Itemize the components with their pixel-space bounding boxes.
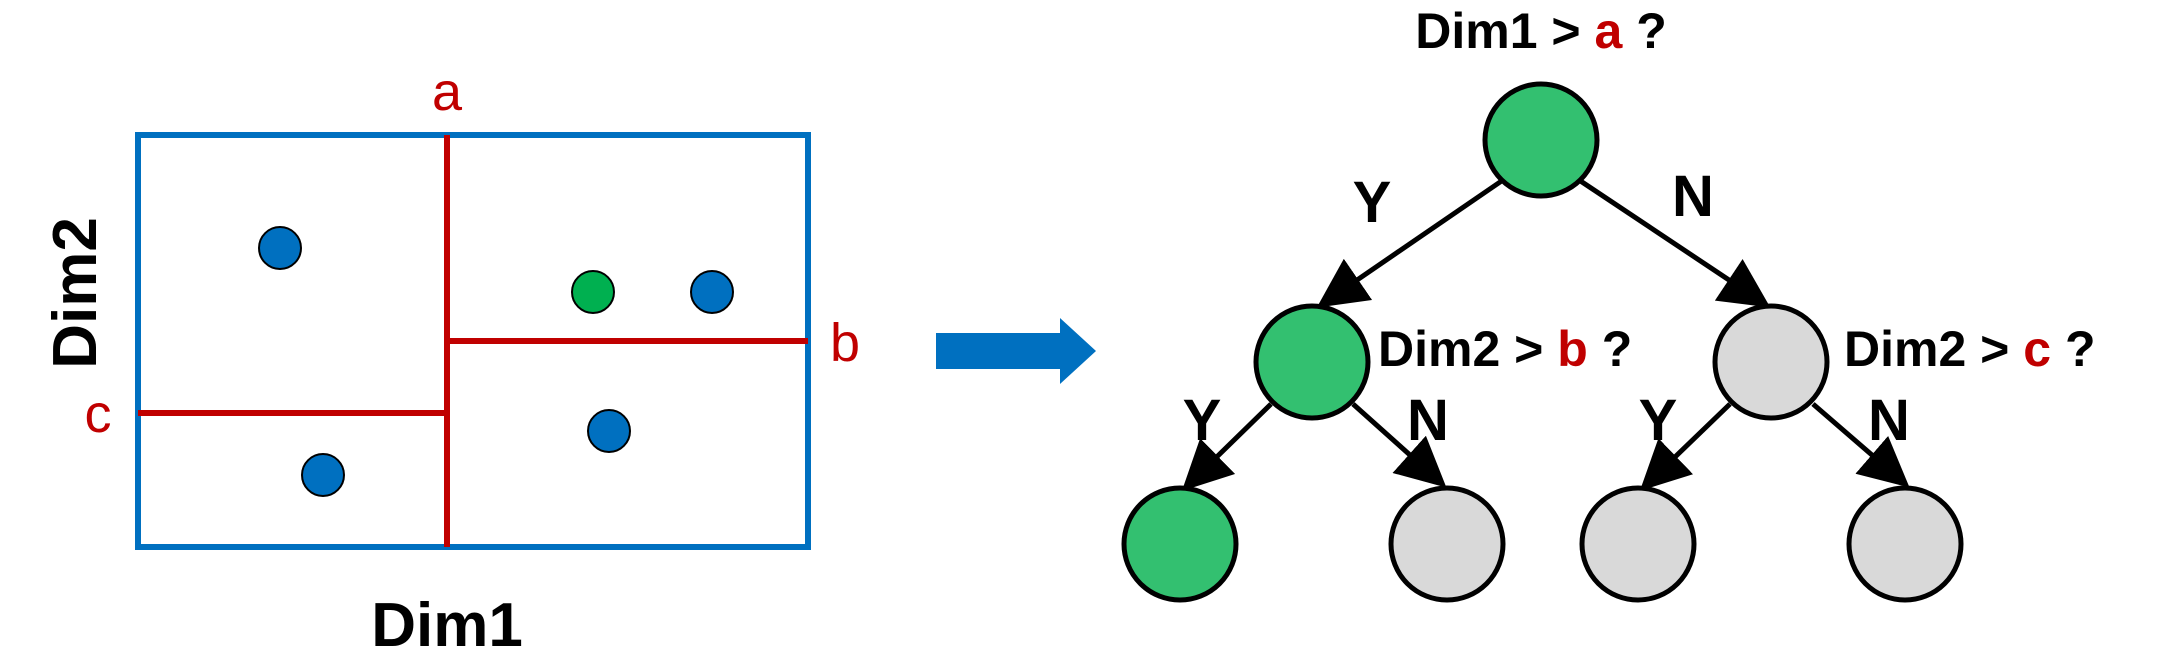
decision-tree: Dim1 > a ? Dim2 > b ? Dim2 > c ? Y N Y N… <box>1121 3 2096 603</box>
left-node-question: Dim2 > b ? <box>1378 321 1632 377</box>
branch-label-yes: Y <box>1353 170 1392 235</box>
right-arrow-icon <box>936 318 1096 384</box>
data-point-blue <box>690 270 734 314</box>
tree-node-left <box>1253 303 1371 421</box>
tree-edge-left-leaf1 <box>1181 402 1273 491</box>
split-label-c: c <box>85 384 112 444</box>
split-label-a: a <box>432 62 463 122</box>
data-point-blue <box>587 409 631 453</box>
partition-panel: a b c Dim1 Dim2 <box>41 62 860 656</box>
x-axis-label: Dim1 <box>371 591 523 656</box>
tree-edge-root-right <box>1577 177 1771 308</box>
tree-node-right <box>1712 303 1830 421</box>
right-node-question: Dim2 > c ? <box>1844 321 2096 377</box>
data-point-blue <box>301 453 345 497</box>
tree-node-root <box>1482 81 1600 199</box>
data-point-blue <box>258 226 302 270</box>
branch-label-yes: Y <box>1639 388 1678 453</box>
data-point-green <box>571 270 615 314</box>
branch-label-no: N <box>1407 388 1449 453</box>
y-axis-label: Dim2 <box>41 217 110 369</box>
root-question: Dim1 > a ? <box>1415 3 1667 59</box>
branch-label-no: N <box>1672 164 1714 229</box>
branch-label-yes: Y <box>1183 388 1222 453</box>
tree-edge-right-leaf3 <box>1639 402 1732 491</box>
tree-leaf-2 <box>1388 485 1506 603</box>
tree-edge-right-leaf4 <box>1811 402 1910 488</box>
tree-edge-left-leaf2 <box>1351 402 1447 488</box>
branch-label-no: N <box>1868 388 1910 453</box>
split-label-b: b <box>830 313 860 373</box>
tree-leaf-3 <box>1579 485 1697 603</box>
tree-leaf-1 <box>1121 485 1239 603</box>
tree-edge-root-left <box>1316 177 1505 308</box>
tree-leaf-4 <box>1846 485 1964 603</box>
